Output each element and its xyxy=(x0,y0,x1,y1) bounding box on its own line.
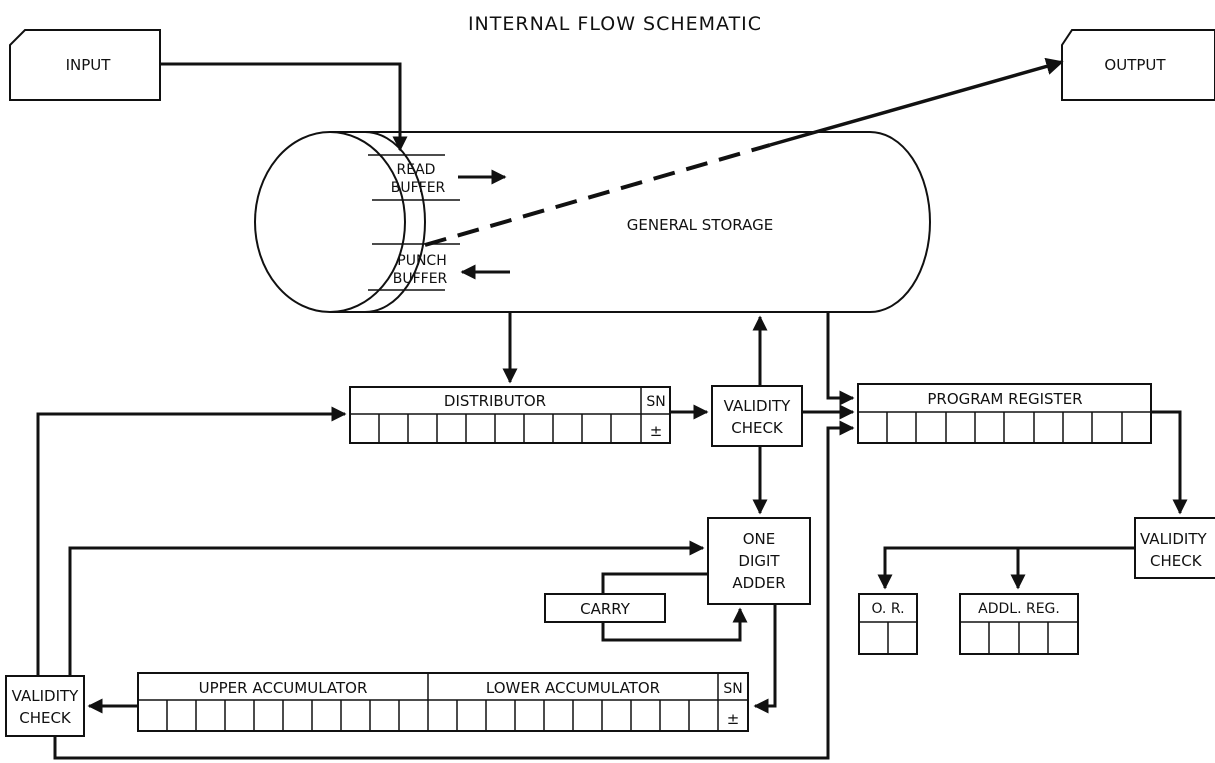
upper-accumulator-label: UPPER ACCUMULATOR xyxy=(199,679,368,697)
adder-to-accumulator-arrow xyxy=(755,604,775,706)
punch-buffer-label-1: PUNCH xyxy=(397,253,446,269)
distributor-sign: ± xyxy=(650,422,663,440)
read-buffer-label-1: READ xyxy=(397,162,436,178)
distributor-register: DISTRIBUTOR SN ± xyxy=(350,387,670,443)
punch-to-output-arrow xyxy=(770,62,1062,145)
output-card: OUTPUT xyxy=(1062,30,1215,100)
validity-to-distributor-arrow xyxy=(38,414,345,676)
diagram-title: INTERNAL FLOW SCHEMATIC xyxy=(468,13,762,35)
validity-right-label-2: CHECK xyxy=(1150,552,1203,570)
adder-label-3: ADDER xyxy=(732,574,785,592)
validity-center-label-1: VALIDITY xyxy=(724,397,791,415)
program-register-to-validity-arrow xyxy=(1151,412,1180,513)
op-register-label: O. R. xyxy=(871,601,904,617)
carry-box: CARRY xyxy=(545,594,665,622)
output-label: OUTPUT xyxy=(1104,56,1166,74)
storage-to-program-register-arrow xyxy=(828,313,853,398)
distributor-sn-label: SN xyxy=(646,394,665,410)
program-register: PROGRAM REGISTER xyxy=(858,384,1151,443)
validity-right-label-1: VALIDITY xyxy=(1140,530,1207,548)
carry-label: CARRY xyxy=(580,600,631,618)
read-buffer-label-2: BUFFER xyxy=(391,180,446,196)
validity-check-left: VALIDITY CHECK xyxy=(6,676,84,736)
accumulator-sign: ± xyxy=(727,710,740,728)
validity-check-right: VALIDITY CHECK xyxy=(1135,518,1215,578)
general-storage-drum: READ BUFFER PUNCH BUFFER GENERAL STORAGE xyxy=(255,132,930,312)
adder-to-carry-line xyxy=(603,574,708,594)
validity-center-label-2: CHECK xyxy=(731,419,784,437)
punch-buffer-label-2: BUFFER xyxy=(393,271,448,287)
validity-to-op-register-arrow xyxy=(885,548,1135,588)
adder-label-1: ONE xyxy=(743,530,776,548)
accumulator-sn-label: SN xyxy=(723,681,742,697)
address-register-label: ADDL. REG. xyxy=(978,601,1060,617)
validity-left-label-2: CHECK xyxy=(19,709,72,727)
program-register-label: PROGRAM REGISTER xyxy=(927,390,1082,408)
general-storage-label: GENERAL STORAGE xyxy=(627,216,773,234)
lower-accumulator-label: LOWER ACCUMULATOR xyxy=(486,679,660,697)
accumulator-register: UPPER ACCUMULATOR LOWER ACCUMULATOR SN ± xyxy=(138,673,748,731)
address-register: ADDL. REG. xyxy=(960,594,1078,654)
validity-check-center: VALIDITY CHECK xyxy=(712,386,802,446)
operation-register: O. R. xyxy=(859,594,917,654)
validity-left-label-1: VALIDITY xyxy=(12,687,79,705)
input-card: INPUT xyxy=(10,30,160,100)
distributor-label: DISTRIBUTOR xyxy=(444,392,546,410)
one-digit-adder: ONE DIGIT ADDER xyxy=(708,518,810,604)
adder-label-2: DIGIT xyxy=(738,552,780,570)
input-label: INPUT xyxy=(66,56,112,74)
